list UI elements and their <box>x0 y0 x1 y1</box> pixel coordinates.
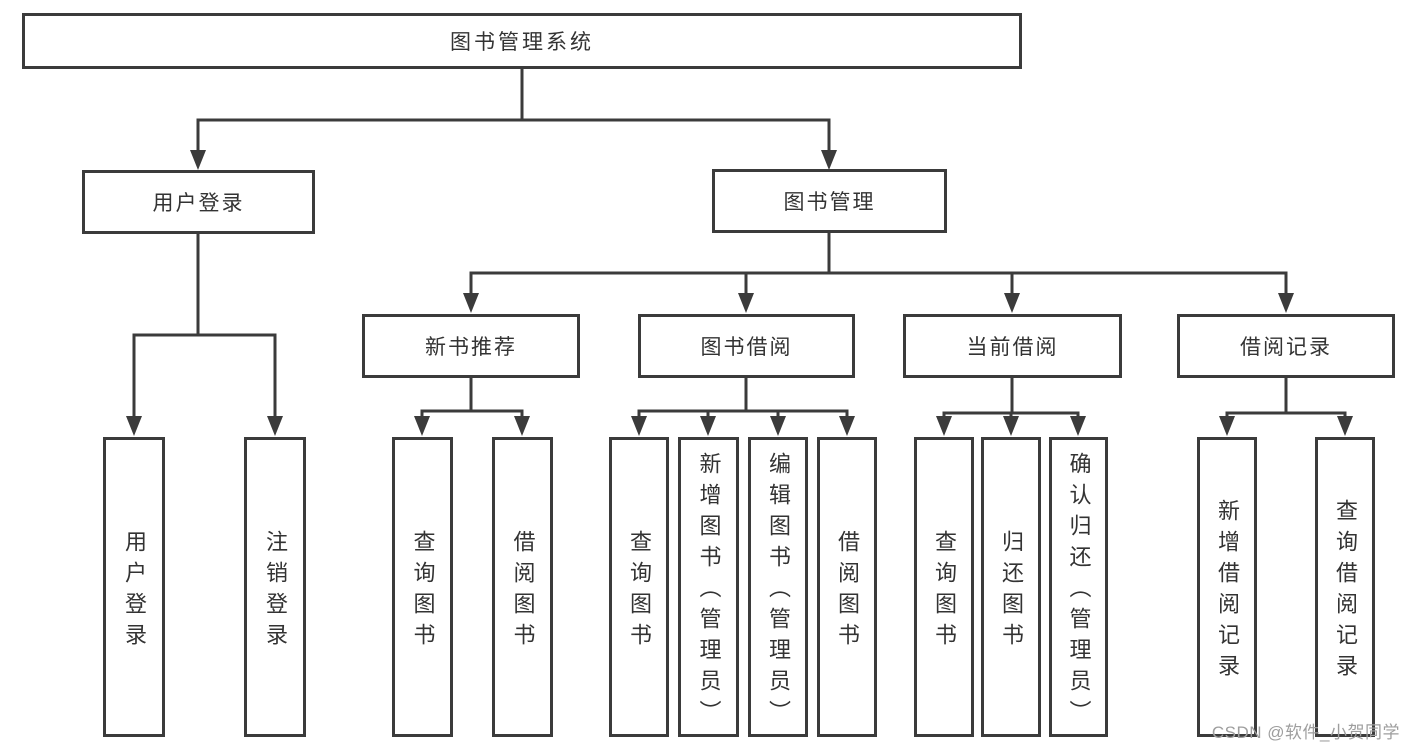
connector-group <box>1219 376 1353 436</box>
connector-group <box>936 376 1086 436</box>
csdn-watermark: CSDN @软件_小贺同学 <box>1211 723 1400 742</box>
leaf-borrow-books-recommend: 借阅图书 <box>492 437 553 737</box>
arrowhead-icon <box>1070 416 1086 436</box>
leaf-user-login: 用户登录 <box>103 437 165 737</box>
leaf-label: 查询图书 <box>932 529 957 654</box>
node-borrowing-records: 借阅记录 <box>1177 314 1395 378</box>
leaf-label: 借阅图书 <box>835 529 860 654</box>
arrowhead-icon <box>839 416 855 436</box>
node-current-borrowing: 当前借阅 <box>903 314 1122 378</box>
node-label: 借阅记录 <box>1240 336 1332 359</box>
arrowhead-icon <box>770 416 786 436</box>
connector-group <box>190 67 837 170</box>
arrowhead-icon <box>1337 416 1353 436</box>
node-book-management-system: 图书管理系统 <box>22 13 1022 69</box>
arrowhead-icon <box>1219 416 1235 436</box>
arrowhead-icon <box>700 416 716 436</box>
leaf-label: 查询图书 <box>627 529 652 654</box>
leaf-label: 新增借阅记录 <box>1215 498 1240 685</box>
arrowhead-icon <box>126 416 142 436</box>
arrowhead-icon <box>631 416 647 436</box>
node-book-borrowing: 图书借阅 <box>638 314 855 378</box>
connector-group <box>631 376 855 436</box>
leaf-add-book-admin: 新增图书（管理员） <box>678 437 739 737</box>
arrowhead-icon <box>1003 416 1019 436</box>
leaf-query-borrow-record: 查询借阅记录 <box>1315 437 1375 737</box>
leaf-label: 注销登录 <box>263 529 288 654</box>
leaf-label: 借阅图书 <box>510 529 536 654</box>
node-label: 当前借阅 <box>966 336 1059 359</box>
leaf-query-books-recommend: 查询图书 <box>392 437 453 737</box>
arrowhead-icon <box>190 150 206 170</box>
leaf-label: 归还图书 <box>999 529 1024 654</box>
leaf-borrow-books-borrowing: 借阅图书 <box>817 437 877 737</box>
leaf-confirm-return-admin: 确认归还（管理员） <box>1049 437 1108 737</box>
node-book-management: 图书管理 <box>712 169 947 233</box>
leaf-return-books: 归还图书 <box>981 437 1041 737</box>
leaf-query-books-current: 查询图书 <box>914 437 974 737</box>
leaf-logout: 注销登录 <box>244 437 306 737</box>
connector-group <box>463 231 1294 313</box>
arrowhead-icon <box>463 293 479 313</box>
leaf-label: 新增图书（管理员） <box>696 452 722 731</box>
node-label: 图书借阅 <box>700 336 793 359</box>
connector-group <box>126 232 283 436</box>
leaf-edit-book-admin: 编辑图书（管理员） <box>748 437 808 737</box>
leaf-query-books-borrowing: 查询图书 <box>609 437 669 737</box>
leaf-label: 确认归还（管理员） <box>1066 452 1092 731</box>
arrowhead-icon <box>414 416 430 436</box>
node-new-book-recommend: 新书推荐 <box>362 314 580 378</box>
leaf-label: 用户登录 <box>122 529 147 654</box>
arrowhead-icon <box>1278 293 1294 313</box>
connector-group <box>414 376 530 436</box>
leaf-add-borrow-record: 新增借阅记录 <box>1197 437 1257 737</box>
arrowhead-icon <box>1004 293 1020 313</box>
node-label: 新书推荐 <box>425 336 517 359</box>
arrowhead-icon <box>514 416 530 436</box>
node-label: 图书管理系统 <box>450 31 594 54</box>
leaf-label: 查询借阅记录 <box>1333 498 1358 685</box>
node-label: 用户登录 <box>152 192 245 215</box>
node-user-login: 用户登录 <box>82 170 315 234</box>
node-label: 图书管理 <box>783 191 876 214</box>
arrowhead-icon <box>821 150 837 170</box>
leaf-label: 查询图书 <box>410 529 436 654</box>
arrowhead-icon <box>936 416 952 436</box>
arrowhead-icon <box>267 416 283 436</box>
leaf-label: 编辑图书（管理员） <box>766 452 791 731</box>
arrowhead-icon <box>738 293 754 313</box>
